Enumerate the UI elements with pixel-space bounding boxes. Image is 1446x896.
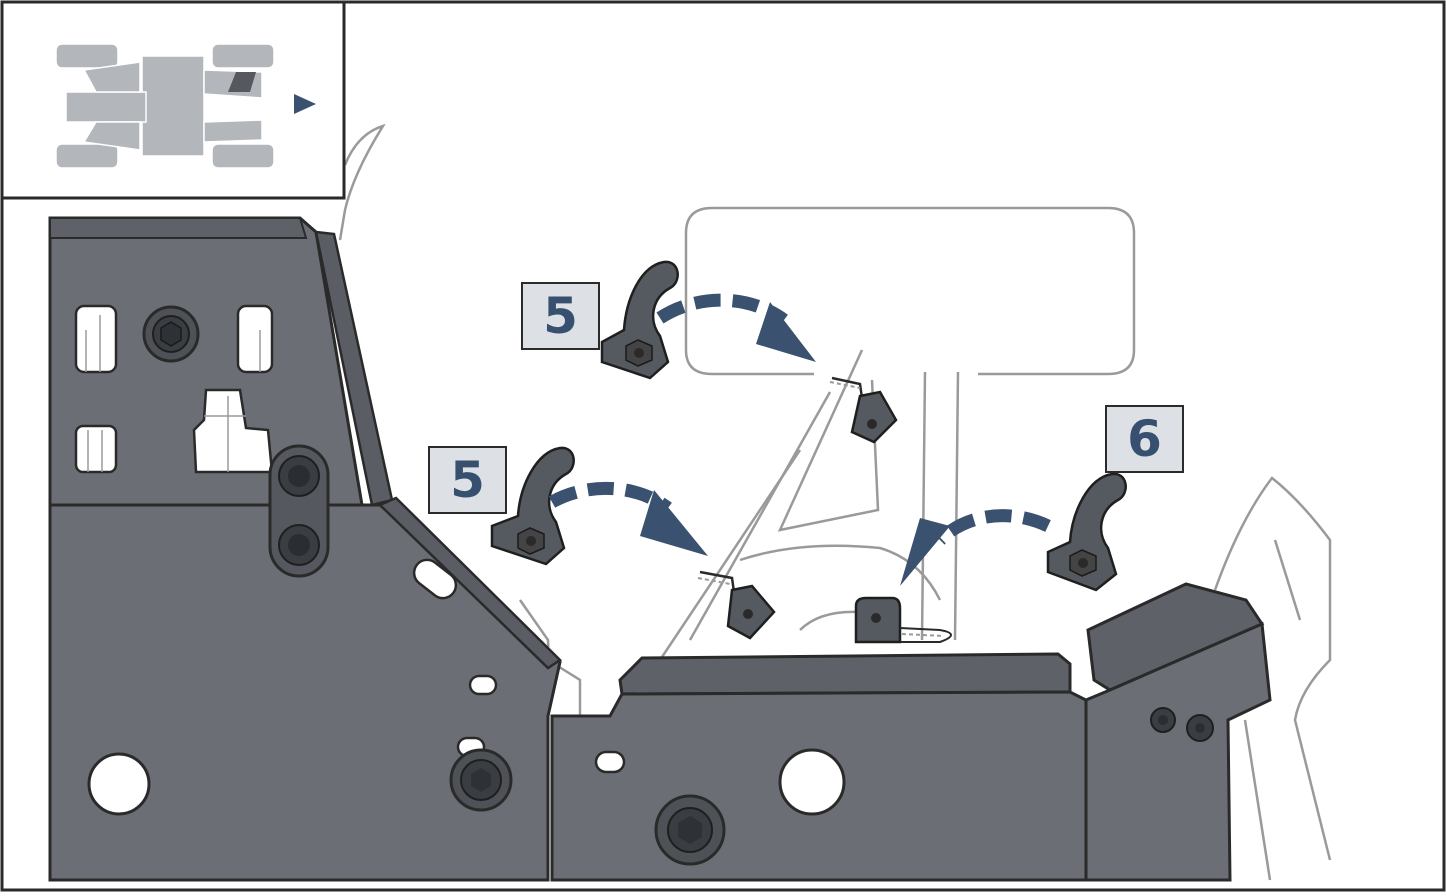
frame-outline [338, 123, 1332, 881]
center-skid-plate [550, 652, 1088, 882]
install-arrow-heads [640, 302, 950, 586]
mounting-bracket-icon [490, 446, 575, 566]
step-number-label: 5 [521, 282, 600, 350]
mounting-bracket-icon [1046, 472, 1127, 592]
vehicle-locator-inset [0, 0, 346, 200]
step-number-label: 6 [1105, 405, 1184, 473]
highlight-area [228, 72, 256, 92]
mounting-bracket-icon [600, 260, 679, 380]
direction-arrow-icon [294, 94, 316, 114]
installed-bracket [854, 596, 952, 644]
installed-bracket [697, 570, 776, 640]
installed-bracket [829, 376, 898, 444]
left-skid-plate [48, 216, 562, 882]
step-number-label: 5 [428, 446, 507, 514]
right-skid-plate [1084, 582, 1272, 882]
